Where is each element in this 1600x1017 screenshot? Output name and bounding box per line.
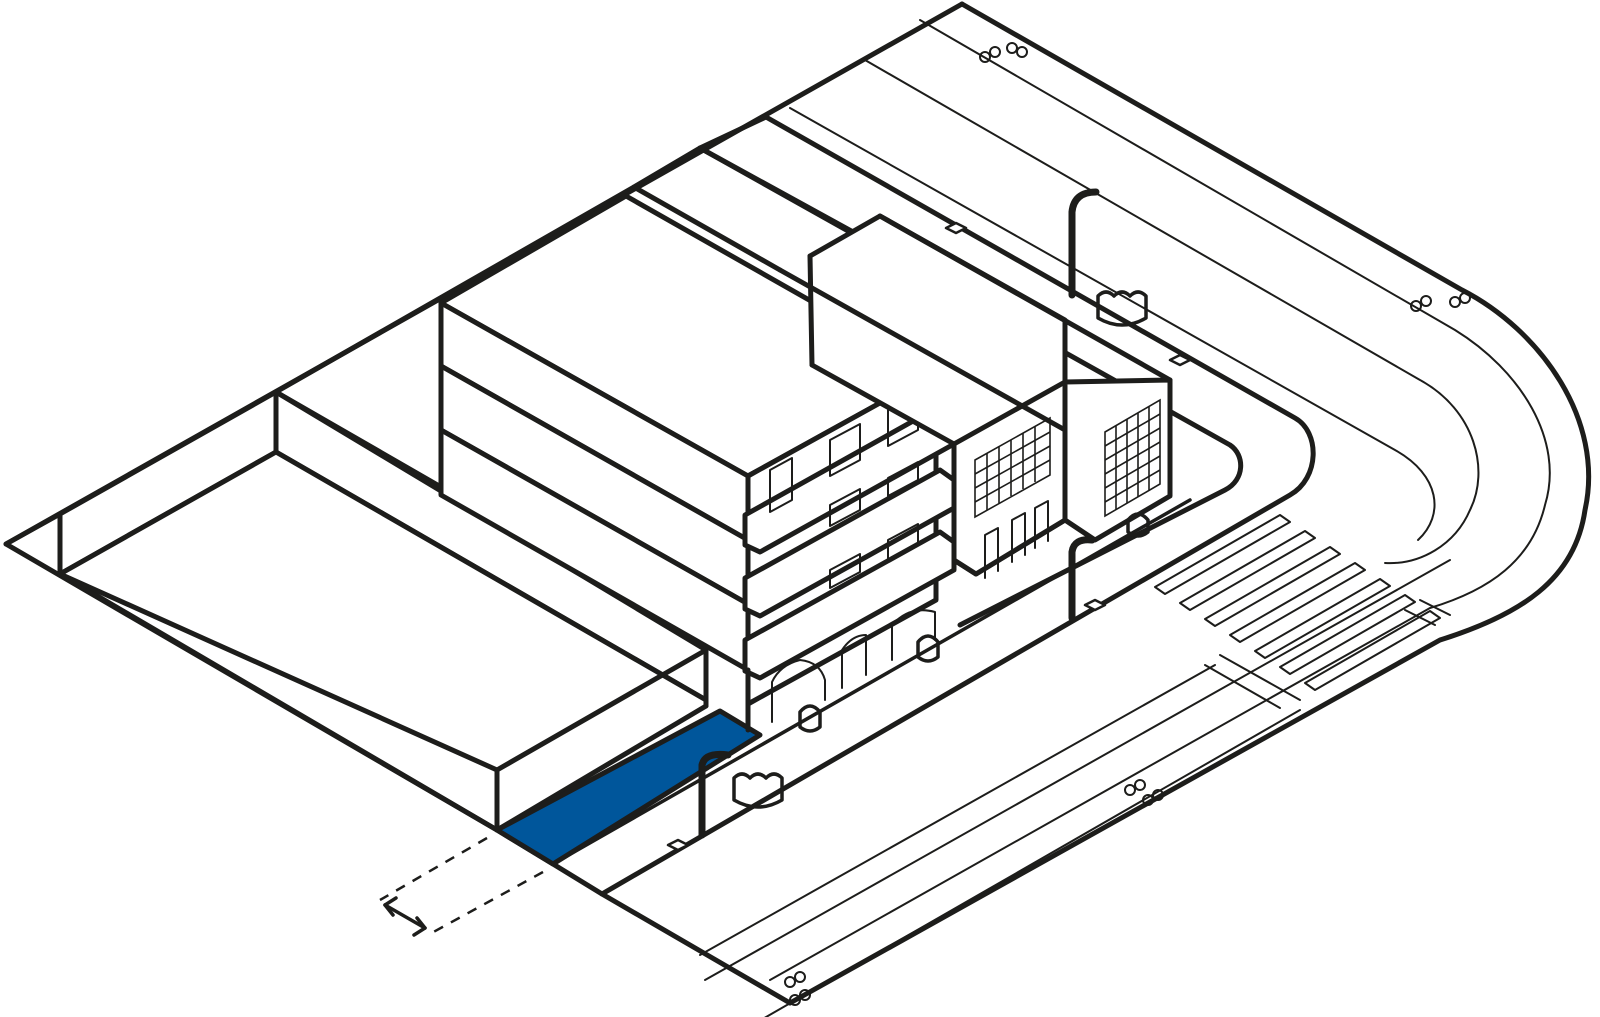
highlighted-lot (494, 708, 763, 867)
highlighted-lot-fill (494, 708, 763, 867)
street (699, 1, 1592, 1017)
main-building (438, 193, 957, 733)
bicycle-parking-icon (784, 42, 1471, 1006)
manhole-icon (666, 221, 1192, 852)
street-lamp-icon (698, 188, 1100, 839)
crosswalk (1154, 514, 1451, 709)
right-building (877, 213, 1173, 543)
right-building-window-grid (1104, 398, 1161, 518)
dimension-arrow-icon (379, 836, 544, 937)
middle-building-window-grid (974, 416, 1051, 519)
middle-building (777, 213, 1068, 579)
sidewalk (551, 114, 1316, 897)
planter-icon (732, 290, 1150, 809)
